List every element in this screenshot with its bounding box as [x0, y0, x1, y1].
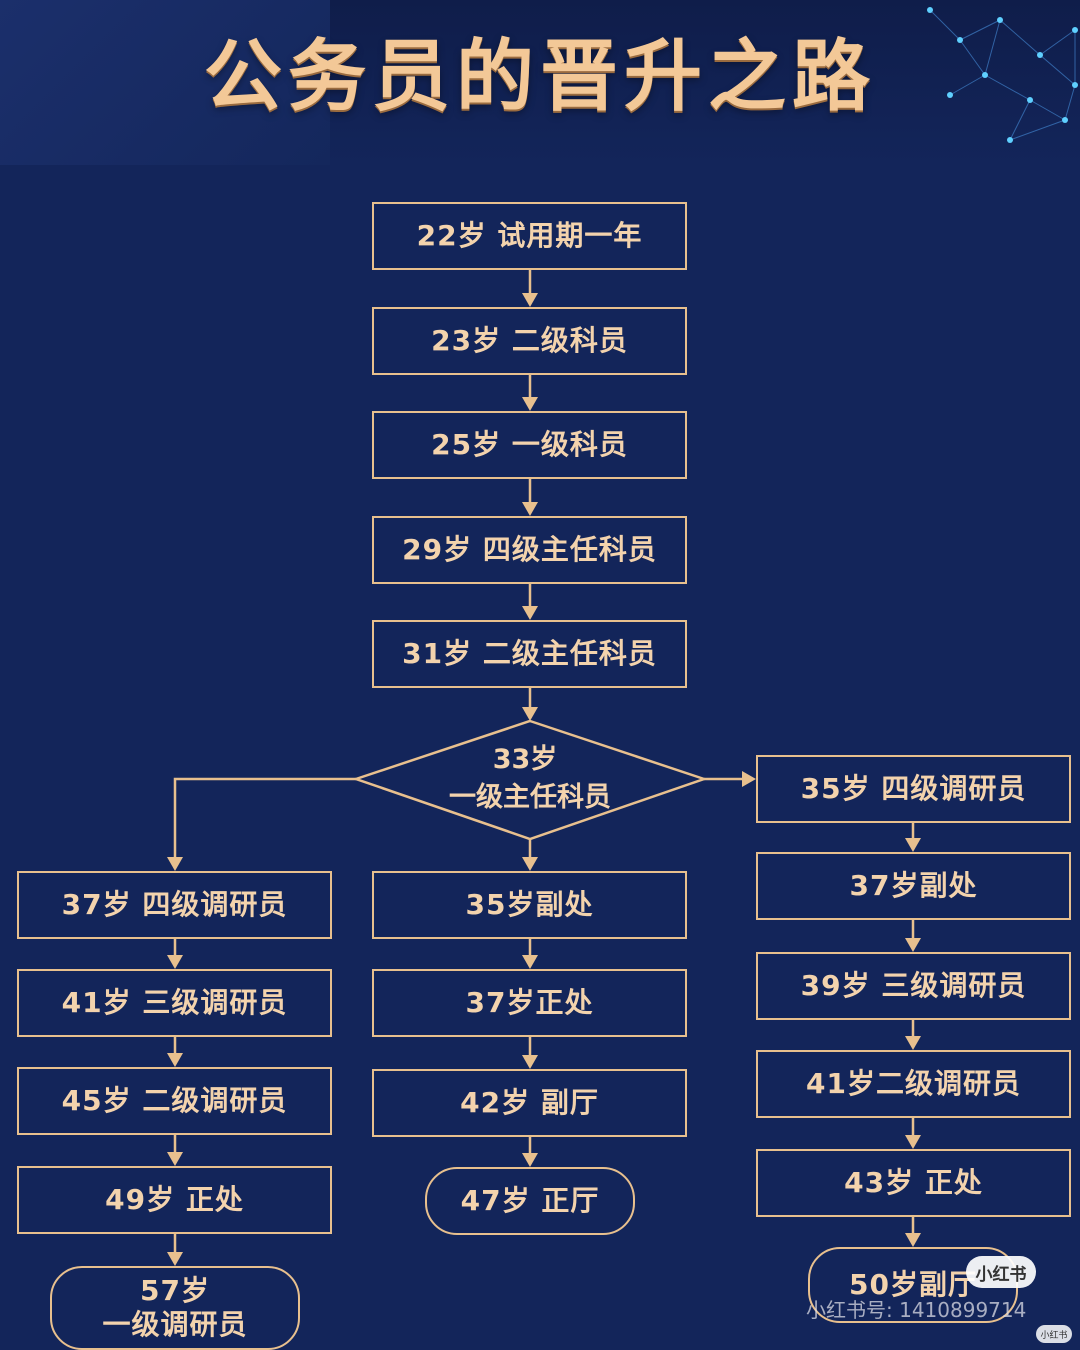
page-title: 公务员的晋升之路 [203, 32, 876, 122]
arrow-left-4-arrowhead [167, 1252, 183, 1266]
arrow-main-3-arrowhead [522, 502, 538, 516]
network-node [947, 92, 953, 98]
network-node [997, 17, 1003, 23]
arrow-right-5-arrowhead [905, 1233, 921, 1247]
network-link [984, 19, 1001, 76]
watermark-badge: 小红书 [966, 1256, 1036, 1288]
arrow-middle-3-arrowhead [522, 1153, 538, 1167]
watermark-corner: 小红书 [1036, 1325, 1072, 1343]
arrow-right-1-arrowhead [905, 838, 921, 852]
network-link [1009, 119, 1066, 141]
network-node [1037, 52, 1043, 58]
arrow-decision-to-middle-arrowhead [522, 857, 538, 871]
decision-age-label: 33岁 [492, 744, 558, 775]
network-link [1039, 54, 1076, 86]
step-box-middle-2: 37岁正处 [372, 969, 687, 1037]
arrow-main-2-arrowhead [522, 397, 538, 411]
step-box-right-3: 39岁 三级调研员 [756, 952, 1071, 1020]
step-box-right-4: 41岁二级调研员 [756, 1050, 1071, 1118]
arrow-middle-1-arrowhead [522, 955, 538, 969]
network-node [1072, 27, 1078, 33]
arrow-right-2-arrowhead [905, 938, 921, 952]
step-box-right-1: 35岁 四级调研员 [756, 755, 1071, 823]
header-panel [0, 0, 330, 165]
network-link [1009, 99, 1031, 141]
network-link [959, 39, 986, 76]
step-box-main-3: 25岁 一级科员 [372, 411, 687, 479]
step-box-middle-3: 42岁 副厅 [372, 1069, 687, 1137]
branch-right-arrowhead [742, 771, 756, 787]
step-box-middle-1: 35岁副处 [372, 871, 687, 939]
network-node [982, 72, 988, 78]
terminal-box-middle: 47岁 正厅 [425, 1167, 635, 1235]
network-link [1039, 29, 1076, 56]
step-box-left-1: 37岁 四级调研员 [17, 871, 332, 939]
terminal-box-left: 57岁 一级调研员 [50, 1266, 300, 1350]
step-box-left-3: 45岁 二级调研员 [17, 1067, 332, 1135]
network-link [1029, 99, 1066, 121]
network-node [1007, 137, 1013, 143]
step-box-right-5: 43岁 正处 [756, 1149, 1071, 1217]
arrow-left-2-arrowhead [167, 1053, 183, 1067]
step-box-right-2: 37岁副处 [756, 852, 1071, 920]
network-node [927, 7, 933, 13]
arrow-left-3-arrowhead [167, 1152, 183, 1166]
network-link [984, 74, 1031, 101]
step-box-main-4: 29岁 四级主任科员 [372, 516, 687, 584]
network-link [1064, 84, 1076, 121]
network-node [957, 37, 963, 43]
network-link [999, 19, 1041, 56]
arrow-main-1-arrowhead [522, 293, 538, 307]
arrow-right-4-arrowhead [905, 1135, 921, 1149]
step-box-left-4: 49岁 正处 [17, 1166, 332, 1234]
decision-rank-label: 一级主任科员 [449, 782, 611, 813]
branch-left-line [173, 777, 356, 860]
network-node [1062, 117, 1068, 123]
arrow-right-3-arrowhead [905, 1036, 921, 1050]
arrow-main-4-arrowhead [522, 606, 538, 620]
network-node [1027, 97, 1033, 103]
watermark-id: 小红书号: 1410899714 [806, 1298, 1027, 1322]
network-link [949, 74, 986, 96]
step-box-left-2: 41岁 三级调研员 [17, 969, 332, 1037]
arrow-middle-2-arrowhead [522, 1055, 538, 1069]
step-box-main-5: 31岁 二级主任科员 [372, 620, 687, 688]
step-box-main-2: 23岁 二级科员 [372, 307, 687, 375]
network-node [1072, 82, 1078, 88]
branch-left-arrowhead [167, 857, 183, 871]
arrow-left-1-arrowhead [167, 955, 183, 969]
step-box-main-1: 22岁 试用期一年 [372, 202, 687, 270]
network-decoration-icon [927, 7, 1078, 143]
network-link [929, 9, 961, 41]
arrow-main-to-decision-arrowhead [522, 707, 538, 721]
network-link [959, 19, 1001, 41]
